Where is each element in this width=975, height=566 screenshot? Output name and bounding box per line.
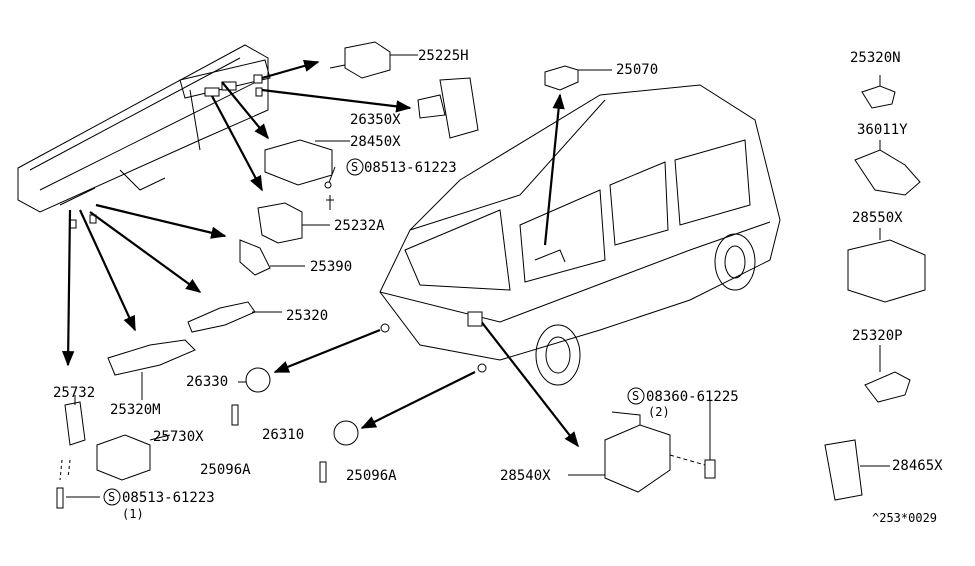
switch-25320P-illustration — [864, 371, 911, 403]
switch-25070-illustration — [544, 65, 579, 91]
label-25320: 25320 — [286, 308, 328, 324]
s-symbol-text-08360: S — [632, 389, 639, 403]
module-28550X-illustration — [847, 239, 926, 303]
module-28540X-illustration — [604, 424, 671, 493]
label-25225H: 25225H — [418, 48, 469, 64]
module-28450X-illustration — [264, 139, 333, 186]
diagram-id: ^253*0029 — [872, 511, 937, 525]
label-25070: 25070 — [616, 62, 658, 78]
label-26350X: 26350X — [350, 112, 401, 128]
switch-25390-illustration — [239, 239, 271, 276]
switch-36011Y-illustration — [854, 149, 921, 196]
label-25096A-left: 25096A — [200, 462, 251, 478]
label-qty-08360: (2) — [648, 405, 670, 419]
module-26350X-illustration — [417, 77, 479, 139]
switch-25320N-illustration — [861, 85, 896, 109]
label-28465X: 28465X — [892, 458, 943, 474]
label-25320M: 25320M — [110, 402, 161, 418]
horn-26310-illustration — [333, 420, 359, 446]
label-25096A-mid: 25096A — [346, 468, 397, 484]
dashboard-panel-illustration — [17, 44, 271, 229]
label-25320N: 25320N — [850, 50, 901, 66]
label-08360: 08360-61225 — [646, 389, 739, 405]
label-28540X: 28540X — [500, 468, 551, 484]
switch-25320M-illustration — [107, 339, 196, 376]
label-36011Y: 36011Y — [857, 122, 908, 138]
label-28450X: 28450X — [350, 134, 401, 150]
label-28550X: 28550X — [852, 210, 903, 226]
label-qty-bottom: (1) — [122, 507, 144, 521]
label-08513-top: 08513-61223 — [364, 160, 457, 176]
s-symbol-top — [346, 158, 364, 176]
label-25732: 25732 — [53, 385, 95, 401]
bracket-25732-illustration — [64, 401, 86, 446]
label-26310: 26310 — [262, 427, 304, 443]
s-symbol-text-bottom: S — [108, 490, 115, 504]
label-25232A: 25232A — [334, 218, 385, 234]
s-symbol-bottom — [103, 488, 121, 506]
horn-26330-illustration — [245, 367, 271, 393]
bracket-28465X-illustration — [824, 439, 863, 501]
label-25320P: 25320P — [852, 328, 903, 344]
relay-25730X-illustration — [96, 434, 151, 481]
bolt-08513-bottom-illustration — [56, 487, 64, 509]
switch-25320-illustration — [187, 301, 256, 333]
label-25730X: 25730X — [153, 429, 204, 445]
relay-25225H-illustration — [329, 41, 391, 79]
label-26330: 26330 — [186, 374, 228, 390]
label-25390: 25390 — [310, 259, 352, 275]
van-illustration — [379, 84, 781, 386]
s-symbol-text-top: S — [351, 160, 358, 174]
s-symbol-08360 — [627, 387, 645, 405]
label-08513-bottom: 08513-61223 — [122, 490, 215, 506]
relay-25232A-illustration — [257, 202, 303, 244]
